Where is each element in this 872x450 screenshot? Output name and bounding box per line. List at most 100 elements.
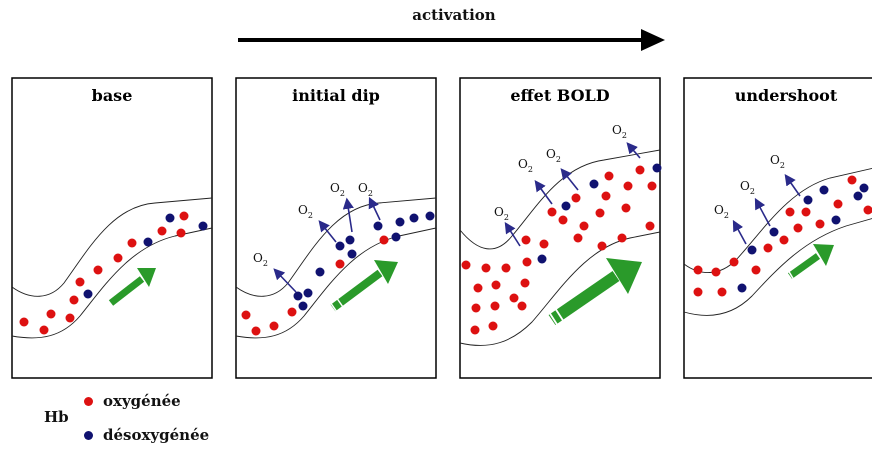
o2-label: O2 <box>740 179 755 196</box>
deoxygenated-cell <box>198 221 208 231</box>
deoxygenated-cell <box>737 283 747 293</box>
o2-release-arrows <box>273 196 381 293</box>
oxygenated-cell <box>461 260 471 270</box>
oxygenated-cell <box>488 321 498 331</box>
panel-title: undershoot <box>735 86 838 105</box>
deoxygenated-cell <box>819 185 829 195</box>
oxygenated-cell <box>39 325 49 335</box>
oxygenated-cell <box>520 278 530 288</box>
deoxygenated-cell <box>537 254 547 264</box>
o2-label: O2 <box>518 157 533 174</box>
deoxygenated-cell <box>315 267 325 277</box>
o2-label: O2 <box>358 181 373 198</box>
oxygenated-cell <box>539 239 549 249</box>
o2-label: O2 <box>612 123 627 140</box>
cells-base <box>19 211 208 335</box>
deoxygenated-cell <box>391 232 401 242</box>
o2-labels: O2 O2 O2 <box>714 153 785 220</box>
oxygenated-cell <box>571 193 581 203</box>
cells-initial-dip <box>241 211 435 336</box>
oxygenated-cell <box>65 313 75 323</box>
oxygenated-cell <box>547 207 557 217</box>
deoxygenated-cell <box>769 227 779 237</box>
oxygenated-cell <box>847 175 857 185</box>
deoxygenated-cell <box>859 183 869 193</box>
deoxygenated-cell <box>345 235 355 245</box>
oxygenated-cell <box>863 205 872 215</box>
oxygenated-cell <box>621 203 631 213</box>
o2-label: O2 <box>494 205 509 222</box>
oxygenated-cell <box>573 233 583 243</box>
panel-title: effet BOLD <box>510 86 609 105</box>
oxygenated-cell <box>645 221 655 231</box>
oxygenated-cell <box>597 241 607 251</box>
oxygenated-cell <box>157 226 167 236</box>
oxygenated-cell <box>113 253 123 263</box>
deoxygenated-cell <box>747 245 757 255</box>
oxygenated-cell <box>623 181 633 191</box>
oxygenated-cell <box>763 243 773 253</box>
legend-oxygenated-label: oxygénée <box>103 392 181 410</box>
deoxygenated-cell <box>373 221 383 231</box>
oxygenated-cell <box>287 307 297 317</box>
oxygenated-cell <box>717 287 727 297</box>
oxygenated-cell <box>604 171 614 181</box>
oxygenated-cell <box>833 199 843 209</box>
oxygenated-cell <box>490 301 500 311</box>
deoxygenated-cell <box>652 163 662 173</box>
oxygenated-cell <box>729 257 739 267</box>
deoxygenated-cell <box>347 249 357 259</box>
o2-label: O2 <box>330 181 345 198</box>
oxygenated-cell <box>779 235 789 245</box>
deoxygenated-cell <box>831 215 841 225</box>
blood-flow-arrow <box>548 258 642 327</box>
panel-title: base <box>92 86 133 105</box>
o2-label: O2 <box>298 203 313 220</box>
oxygenated-cell <box>601 191 611 201</box>
oxygenated-cell <box>501 263 511 273</box>
o2-labels: O2 O2 O2 O2 <box>253 181 373 268</box>
o2-label: O2 <box>714 203 729 220</box>
oxygenated-cell <box>793 223 803 233</box>
oxygenated-cell <box>251 326 261 336</box>
oxygenated-cell <box>93 265 103 275</box>
deoxygenated-cell <box>83 289 93 299</box>
cells-effet-bold <box>461 163 662 335</box>
deoxygenated-cell <box>143 237 153 247</box>
blood-flow-arrow <box>329 260 398 313</box>
deoxygenated-cell <box>425 211 435 221</box>
oxygenated-cell <box>595 208 605 218</box>
oxygenated-cell <box>335 259 345 269</box>
deoxygenated-cell <box>335 241 345 251</box>
oxygenated-cell <box>269 321 279 331</box>
deoxygenated-cell <box>803 195 813 205</box>
blood-flow-arrow <box>108 268 156 306</box>
oxygenated-cell <box>815 219 825 229</box>
o2-release-arrows <box>732 174 801 245</box>
o2-release-arrows <box>504 142 641 247</box>
panel-undershoot: undershoot <box>683 77 872 379</box>
activation-label: activation <box>412 6 496 24</box>
oxygenated-cell <box>801 207 811 217</box>
legend: Hb oxygénée désoxygénée <box>44 392 304 448</box>
oxygenated-cell <box>19 317 29 327</box>
deoxygenated-cell <box>298 301 308 311</box>
oxygenated-dot-icon <box>84 396 93 406</box>
oxygenated-cell <box>241 310 251 320</box>
oxygenated-cell <box>635 165 645 175</box>
oxygenated-cell <box>579 221 589 231</box>
oxygenated-cell <box>751 265 761 275</box>
oxygenated-cell <box>127 238 137 248</box>
deoxygenated-cell <box>303 288 313 298</box>
oxygenated-cell <box>517 301 527 311</box>
oxygenated-cell <box>558 215 568 225</box>
legend-deoxygenated-label: désoxygénée <box>103 426 210 444</box>
oxygenated-cell <box>176 228 186 238</box>
deoxygenated-cell <box>293 291 303 301</box>
oxygenated-cell <box>509 293 519 303</box>
oxygenated-cell <box>69 295 79 305</box>
deoxygenated-cell <box>395 217 405 227</box>
activation-arrow <box>238 29 665 51</box>
